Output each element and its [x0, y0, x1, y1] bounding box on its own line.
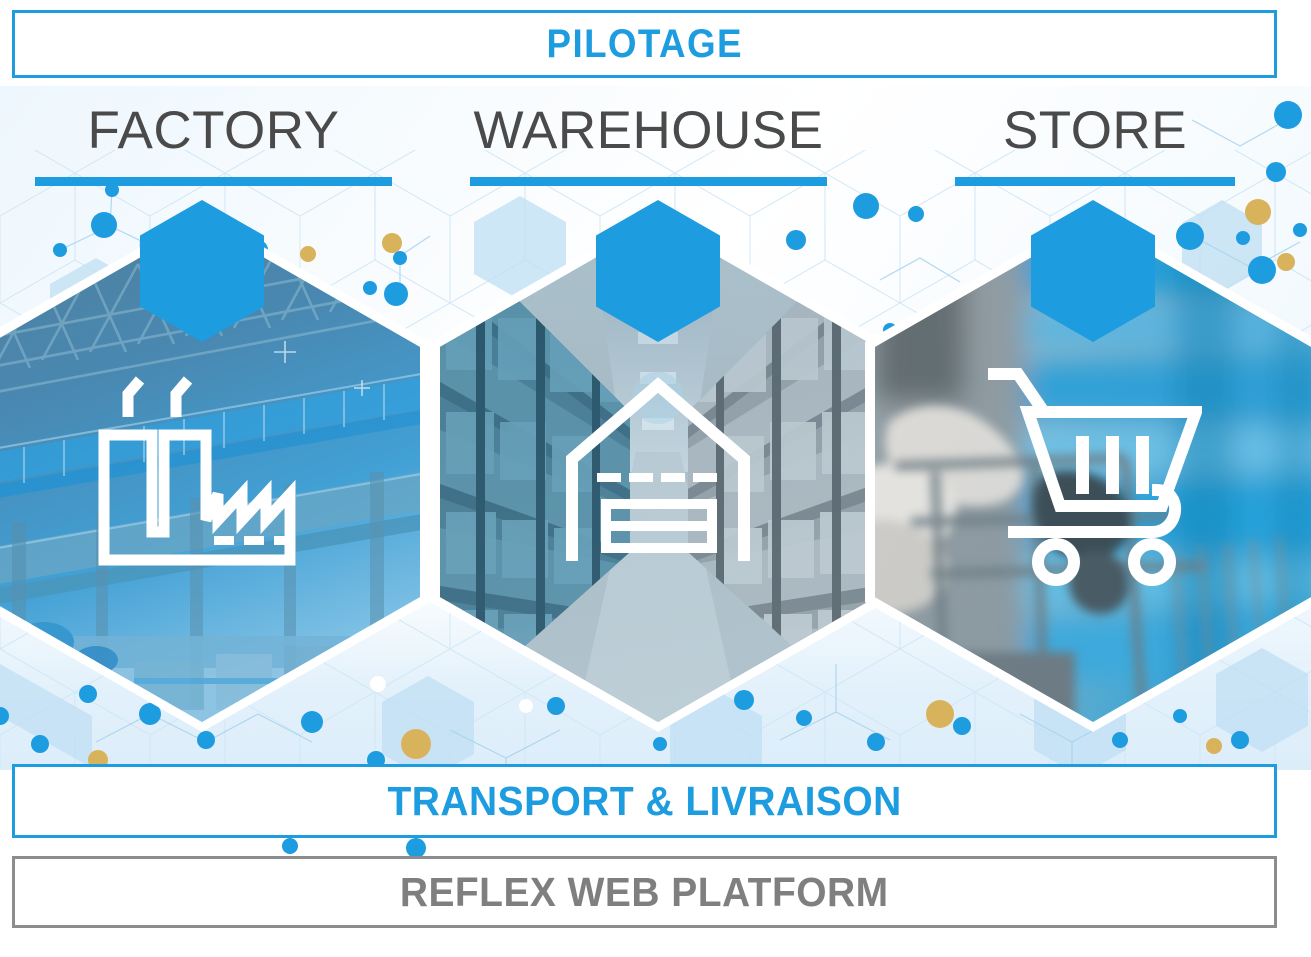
- column-header-warehouse: WAREHOUSE: [470, 104, 827, 186]
- column-underline-warehouse: [470, 177, 827, 186]
- column-header-store: STORE: [955, 104, 1235, 186]
- column-title-store: STORE: [1002, 101, 1188, 160]
- transport-band: TRANSPORT & LIVRAISON: [12, 764, 1277, 838]
- warehouse-icon: [566, 377, 750, 561]
- pilotage-label: PILOTAGE: [546, 21, 743, 66]
- column-header-factory: FACTORY: [35, 104, 392, 186]
- platform-band: REFLEX WEB PLATFORM: [12, 856, 1277, 928]
- pilotage-band: PILOTAGE: [12, 10, 1277, 78]
- column-underline-store: [955, 177, 1235, 186]
- factory-icon: [98, 376, 296, 566]
- hexagon-tile-factory[interactable]: [0, 200, 430, 732]
- column-title-warehouse: WAREHOUSE: [473, 101, 824, 160]
- column-underline-factory: [35, 177, 392, 186]
- shopping-cart-icon: [988, 368, 1202, 586]
- platform-label: REFLEX WEB PLATFORM: [400, 868, 889, 915]
- transport-label: TRANSPORT & LIVRAISON: [387, 777, 902, 824]
- hexagon-tile-store[interactable]: [865, 200, 1311, 732]
- hexagon-tile-warehouse[interactable]: [430, 200, 886, 732]
- column-title-factory: FACTORY: [87, 101, 340, 160]
